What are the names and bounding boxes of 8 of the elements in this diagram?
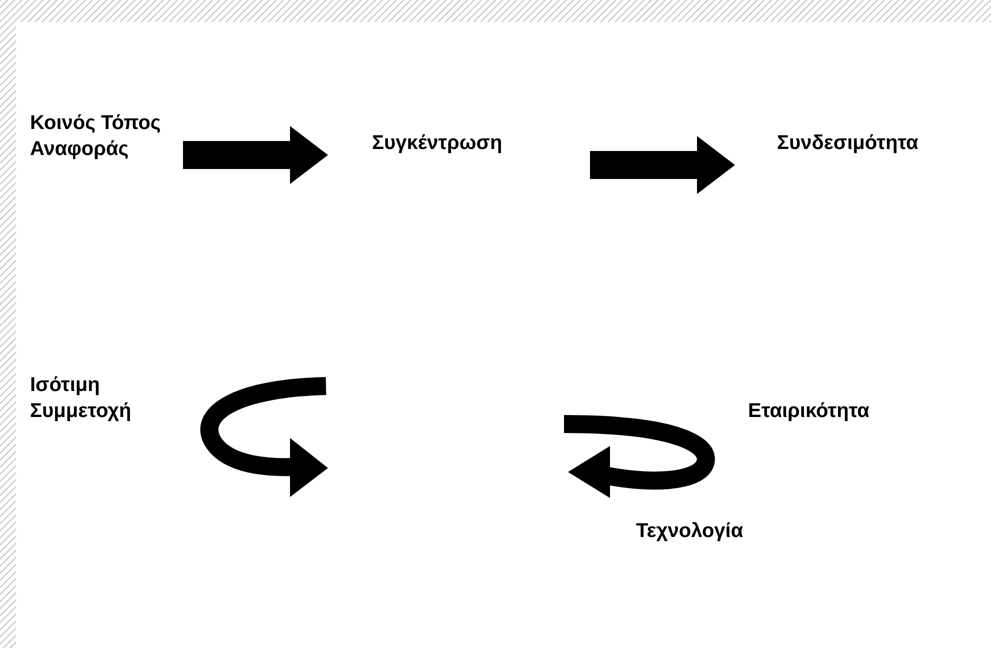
node-label: Συγκέντρωση (372, 131, 502, 156)
node-label: Κοινός Τόπος Αναφοράς (30, 111, 162, 162)
node-label: Τεχνολογία (636, 519, 744, 544)
node-label: Εταιρικότητα (748, 399, 870, 424)
node-label: Συνδεσιμότητα (777, 131, 918, 156)
block-arrow (183, 126, 328, 184)
node-label: Ισότιμη Συμμετοχή (30, 373, 132, 424)
block-arrow (590, 136, 735, 194)
